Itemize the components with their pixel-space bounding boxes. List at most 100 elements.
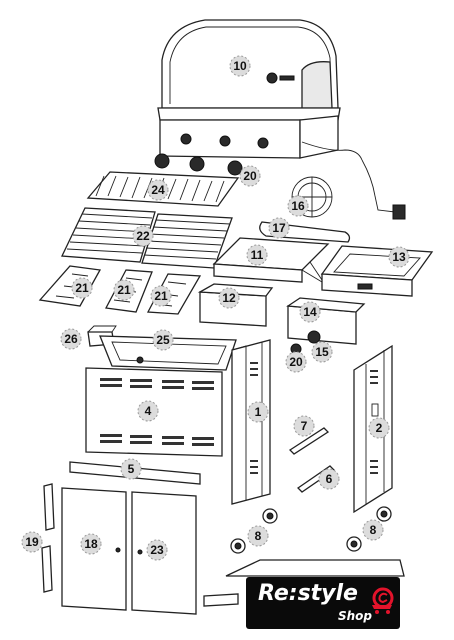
side-shelf-part: [320, 245, 434, 297]
part-label-5: 5: [120, 458, 142, 480]
part-label-bubble: [318, 468, 340, 490]
part-label-22: 22: [132, 225, 154, 247]
part-label-number: 7: [301, 419, 308, 433]
lid-part: [157, 19, 406, 220]
part-label-number: 1: [255, 405, 262, 419]
part-label-bubble: [287, 195, 309, 217]
part-label-bubble: [246, 244, 268, 266]
part-label-number: 16: [291, 199, 305, 213]
part-label-number: 25: [156, 333, 170, 347]
part-label-11: 11: [246, 244, 268, 266]
part-label-bubble: [239, 165, 261, 187]
part-label-12: 12: [218, 287, 240, 309]
part-label-14: 14: [299, 301, 321, 323]
part-label-number: 26: [64, 332, 78, 346]
part-label-13: 13: [388, 246, 410, 268]
part-label-bubble: [285, 351, 307, 373]
part-label-bubble: [362, 519, 384, 541]
side-burner-housing-part: [286, 297, 366, 345]
part-label-number: 18: [84, 537, 98, 551]
part-label-bubble: [293, 415, 315, 437]
part-label-number: 8: [370, 523, 377, 537]
heat-shield-part: [212, 237, 330, 287]
restyle-shop-logo: Re:style Shop: [246, 577, 400, 629]
part-label-bubble: [218, 287, 240, 309]
part-label-number: 23: [150, 543, 164, 557]
grease-cover-panel-part: [197, 283, 274, 327]
part-label-26: 26: [60, 328, 82, 350]
bottom-shelf-part: [203, 559, 405, 607]
firebox-part: [99, 335, 237, 371]
part-label-number: 19: [25, 535, 39, 549]
part-label-6: 6: [318, 468, 340, 490]
part-label-bubble: [132, 225, 154, 247]
logo-subtext: Shop: [338, 609, 373, 623]
cross-brace-upper-part: [288, 427, 330, 455]
part-label-21: 21: [113, 279, 135, 301]
part-label-number: 5: [128, 462, 135, 476]
part-label-2: 2: [368, 417, 390, 439]
part-label-number: 14: [303, 305, 317, 319]
part-label-20: 20: [239, 165, 261, 187]
part-label-number: 13: [392, 250, 406, 264]
part-label-bubble: [147, 179, 169, 201]
part-label-bubble: [150, 285, 172, 307]
part-label-21: 21: [71, 277, 93, 299]
part-label-bubble: [146, 539, 168, 561]
part-label-20: 20: [285, 351, 307, 373]
part-label-bubble: [368, 417, 390, 439]
part-label-number: 12: [222, 291, 236, 305]
part-label-8: 8: [362, 519, 384, 541]
part-label-number: 10: [233, 59, 247, 73]
part-label-number: 22: [136, 229, 150, 243]
part-label-7: 7: [293, 415, 315, 437]
part-label-number: 21: [75, 281, 89, 295]
part-label-23: 23: [146, 539, 168, 561]
part-label-25: 25: [152, 329, 174, 351]
part-label-bubble: [60, 328, 82, 350]
part-label-bubble: [229, 55, 251, 77]
part-label-number: 15: [315, 345, 329, 359]
door-handles-part: [41, 483, 55, 593]
part-label-24: 24: [147, 179, 169, 201]
part-label-bubble: [21, 531, 43, 553]
part-label-number: 20: [243, 169, 257, 183]
part-label-number: 21: [117, 283, 131, 297]
part-label-4: 4: [137, 400, 159, 422]
part-label-bubble: [120, 458, 142, 480]
part-label-number: 17: [272, 221, 286, 235]
part-label-16: 16: [287, 195, 309, 217]
part-label-8: 8: [247, 525, 269, 547]
part-label-number: 2: [376, 421, 383, 435]
part-label-bubble: [247, 525, 269, 547]
part-label-bubble: [137, 400, 159, 422]
part-label-bubble: [152, 329, 174, 351]
part-label-bubble: [299, 301, 321, 323]
part-label-19: 19: [21, 531, 43, 553]
part-label-bubble: [268, 217, 290, 239]
part-label-number: 4: [145, 404, 152, 418]
part-label-17: 17: [268, 217, 290, 239]
casters-part: [230, 506, 392, 554]
part-label-number: 6: [326, 472, 333, 486]
part-label-number: 8: [255, 529, 262, 543]
part-label-number: 11: [251, 248, 264, 262]
cooking-grates-part: [61, 207, 233, 269]
part-label-21: 21: [150, 285, 172, 307]
part-label-bubble: [71, 277, 93, 299]
part-label-number: 20: [289, 355, 303, 369]
part-label-1: 1: [247, 401, 269, 423]
control-knobs-part: [154, 153, 243, 176]
part-label-18: 18: [80, 533, 102, 555]
left-side-panel-part: [231, 339, 271, 505]
part-label-10: 10: [229, 55, 251, 77]
part-label-bubble: [80, 533, 102, 555]
part-label-15: 15: [311, 341, 333, 363]
part-label-bubble: [247, 401, 269, 423]
part-label-bubble: [311, 341, 333, 363]
part-label-bubble: [113, 279, 135, 301]
part-label-number: 24: [151, 183, 165, 197]
part-label-bubble: [388, 246, 410, 268]
